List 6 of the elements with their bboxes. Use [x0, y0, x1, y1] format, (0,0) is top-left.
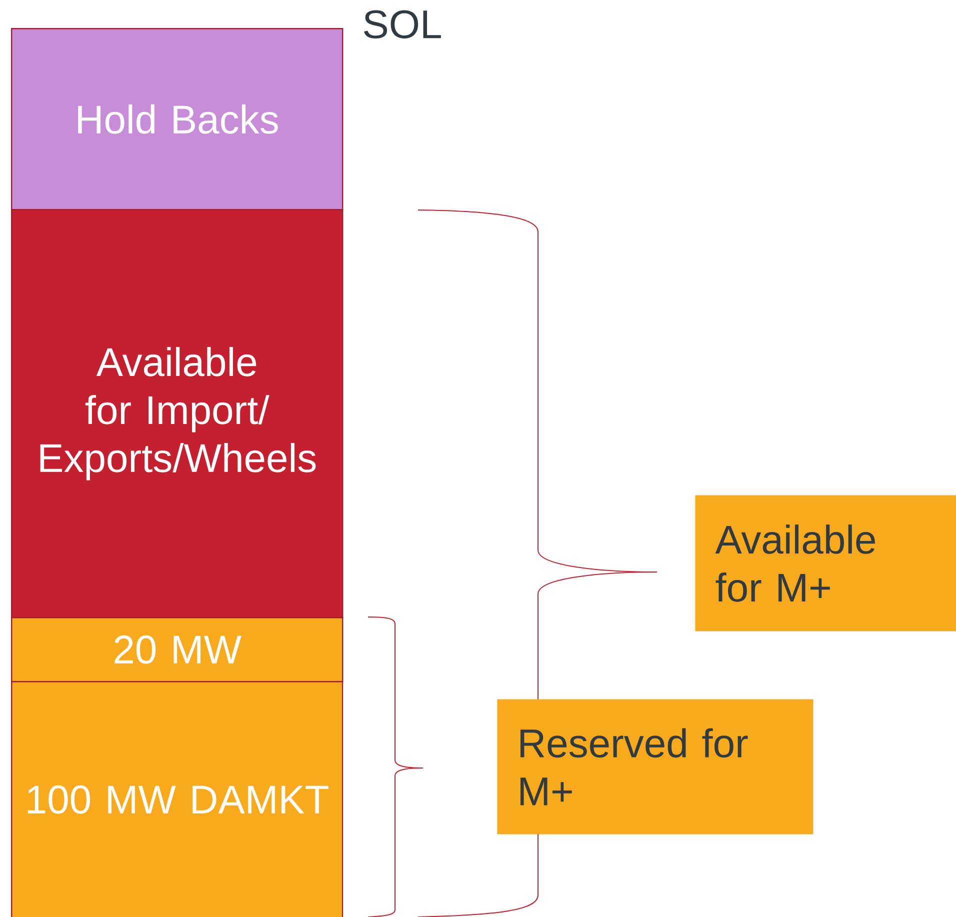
callout-box: Available for M+ [695, 495, 956, 632]
column-heading: SOL [364, 10, 441, 39]
callout-box: Reserved for M+ [497, 699, 814, 834]
stack-segment: Hold Backs [11, 28, 344, 210]
stack-segment: 20 MW [11, 617, 344, 682]
stack-segment: Available for Import/Exports/Wheels [11, 209, 344, 618]
